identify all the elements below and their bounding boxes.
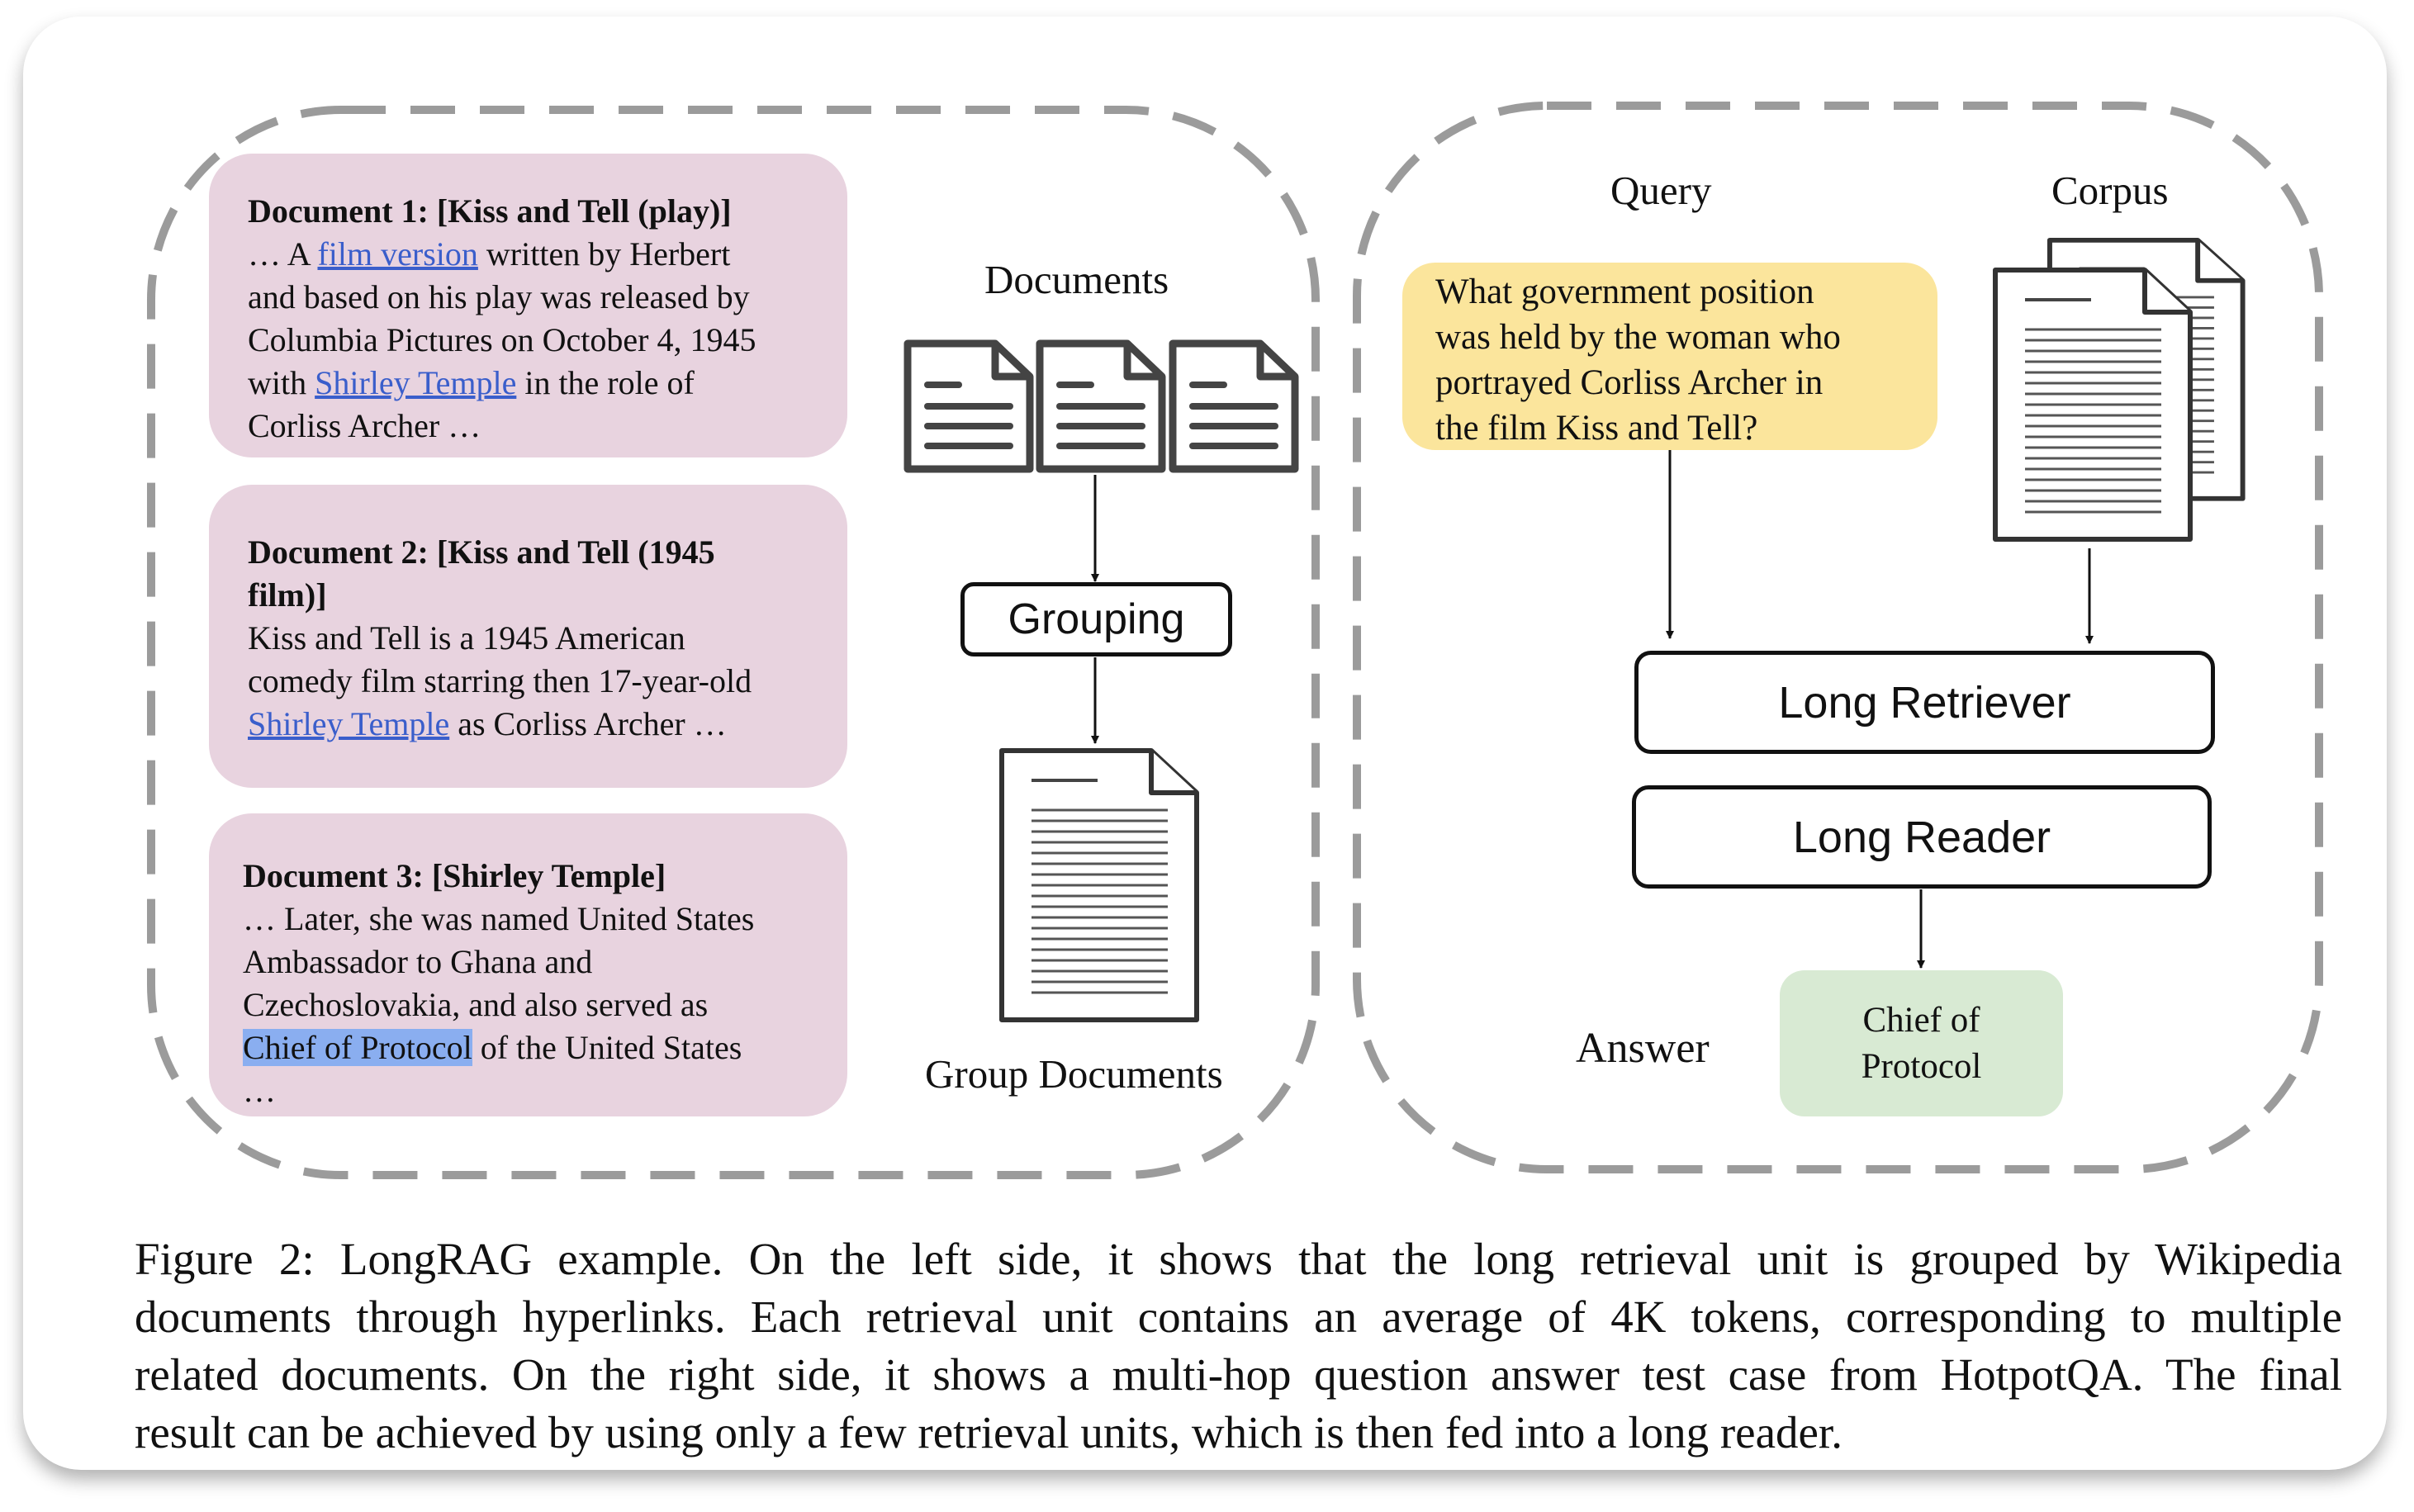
hyperlink-shirley-temple[interactable]: Shirley Temple xyxy=(248,705,450,742)
document-title: film)] xyxy=(248,576,327,614)
document-title: Document 2: [Kiss and Tell (1945 xyxy=(248,533,715,571)
document-icon xyxy=(1040,344,1162,469)
left-panel-border xyxy=(147,106,1320,1179)
document-title: Document 3: [Shirley Temple] xyxy=(243,857,666,894)
query-box: What government position was held by the… xyxy=(1402,263,1937,450)
document-card-2: Document 2: [Kiss and Tell (1945 film)] … xyxy=(209,485,847,788)
answer-label: Answer xyxy=(1576,1025,1710,1072)
answer-highlight: Chief of Protocol xyxy=(243,1029,472,1066)
corpus-label: Corpus xyxy=(2051,168,2169,213)
query-label: Query xyxy=(1610,168,1712,213)
long-reader-label: Long Reader xyxy=(1792,812,2051,862)
figure-caption: Figure 2: LongRAG example. On the left s… xyxy=(135,1234,2342,1457)
answer-box: Chief of Protocol xyxy=(1780,970,2063,1116)
grouping-label: Grouping xyxy=(1008,595,1185,643)
grouping-box: Grouping xyxy=(960,582,1232,656)
grouped-document-icon xyxy=(1002,751,1197,1020)
documents-label: Documents xyxy=(984,257,1169,302)
document-title: Document 1: [Kiss and Tell (play)] xyxy=(248,192,732,230)
document-card-3: Document 3: [Shirley Temple] … Later, sh… xyxy=(209,813,847,1116)
hyperlink-film-version[interactable]: film version xyxy=(317,235,478,273)
group-documents-label: Group Documents xyxy=(925,1051,1223,1097)
right-panel-border xyxy=(1353,102,2323,1173)
document-card-1: Document 1: [Kiss and Tell (play)] … A f… xyxy=(209,154,847,457)
hyperlink-shirley-temple[interactable]: Shirley Temple xyxy=(315,364,517,401)
document-icon xyxy=(1173,344,1295,469)
corpus-stack-icon xyxy=(1995,240,2243,539)
long-reader-box: Long Reader xyxy=(1632,785,2212,889)
long-retriever-label: Long Retriever xyxy=(1778,677,2071,728)
long-retriever-box: Long Retriever xyxy=(1634,651,2215,754)
document-icon xyxy=(908,344,1030,469)
